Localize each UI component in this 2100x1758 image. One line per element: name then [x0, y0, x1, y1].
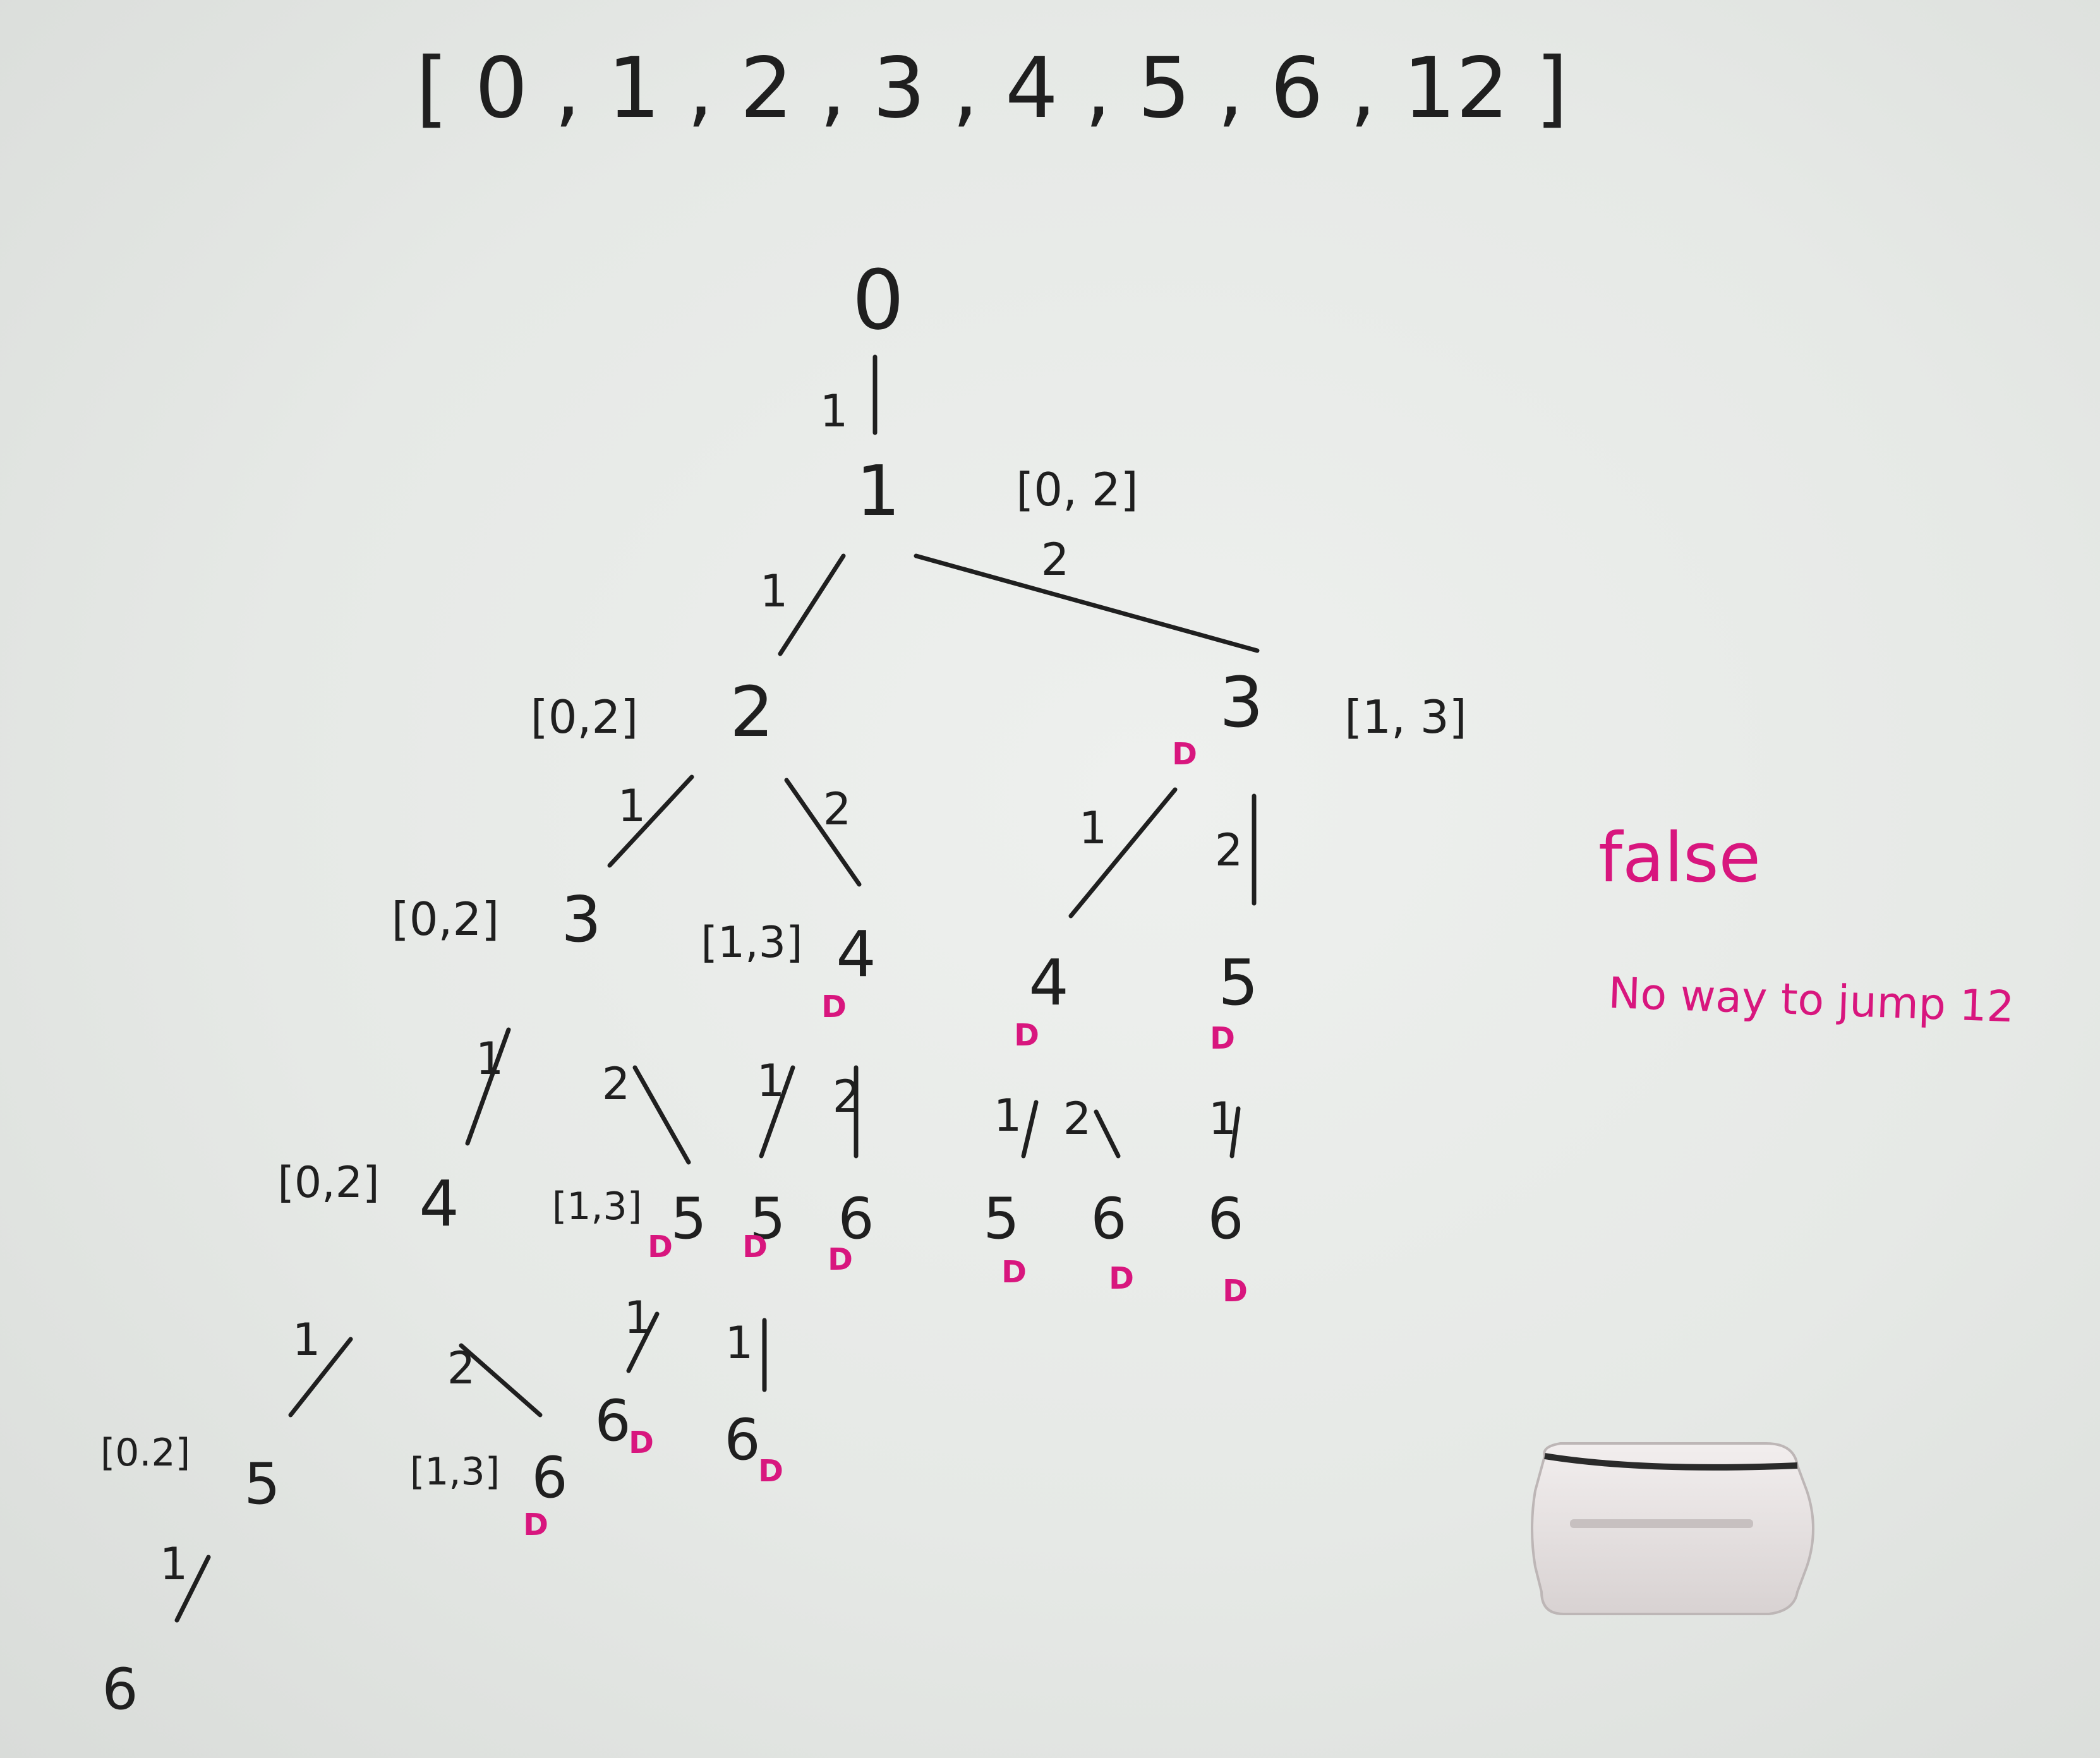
node-5-c: 5 [983, 1186, 1019, 1252]
node-0: 0 [852, 252, 905, 348]
edge-2-3 [607, 774, 694, 868]
dead-marker-6-c: D [1222, 1273, 1248, 1309]
dead-marker-5-a: D [648, 1229, 673, 1265]
edge-1-2 [778, 553, 846, 656]
range-node-4-lowleft: [0,2] [277, 1158, 379, 1208]
edge-label-4ll-6: 2 [447, 1342, 476, 1394]
node-6-f: 6 [724, 1407, 760, 1473]
range-node-1: [0, 2] [1016, 463, 1138, 516]
node-4-lowleft: 4 [419, 1167, 459, 1241]
node-5-d: 5 [244, 1451, 280, 1517]
node-6-a: 6 [838, 1186, 874, 1252]
edge-label-3l-5: 2 [602, 1058, 631, 1110]
dead-marker-6-b: D [1109, 1261, 1134, 1296]
node-4-right: 4 [1029, 946, 1069, 1020]
edge-label-1-3: 2 [1041, 534, 1070, 586]
range-node-3-right: [1, 3] [1344, 690, 1467, 744]
eraser [1531, 1442, 1814, 1615]
edge-label-5a-6: 1 [624, 1292, 653, 1344]
node-4-middle: 4 [836, 917, 876, 991]
node-2: 2 [730, 671, 774, 752]
edge-1-3 [914, 553, 1260, 653]
dead-marker-6-a: D [828, 1242, 853, 1277]
edge-3-4 [1068, 787, 1178, 918]
edge-label-4r-6: 2 [1063, 1093, 1092, 1145]
node-1: 1 [856, 450, 900, 531]
edge-5d-6 [174, 1555, 211, 1623]
range-node-3-left: [0,2] [392, 893, 500, 946]
edge-4ll-5 [288, 1337, 353, 1418]
edge-label-2-4: 2 [823, 783, 852, 835]
dead-marker-3-right: D [1172, 737, 1197, 772]
edge-3l-4 [465, 1027, 511, 1146]
edge-5r-6 [1229, 1106, 1241, 1159]
edge-2-4 [784, 778, 862, 887]
dead-marker-5-right: D [1210, 1021, 1235, 1056]
dead-marker-4-middle: D [821, 989, 847, 1025]
edge-label-3-5: 2 [1215, 824, 1243, 876]
range-node-5-a: [1,3] [552, 1184, 642, 1229]
node-6-b: 6 [1090, 1186, 1126, 1252]
edge-label-1-2: 1 [760, 565, 788, 617]
edge-5a-6 [626, 1311, 660, 1373]
node-3-right: 3 [1219, 662, 1264, 743]
edge-3l-5 [632, 1065, 691, 1165]
dead-marker-6-f: D [758, 1454, 783, 1489]
array-title: [ 0 , 1 , 2 , 3 , 4 , 5 , 6 , 12 ] [416, 40, 1568, 137]
edge-4m-5 [759, 1065, 795, 1159]
node-6-e: 6 [594, 1388, 631, 1454]
edge-label-4m-6: 2 [833, 1071, 861, 1123]
edge-label-4r-5: 1 [994, 1090, 1022, 1141]
edge-label-3-4: 1 [1079, 802, 1107, 854]
node-6-c: 6 [1207, 1186, 1243, 1252]
edge-label-0-1: 1 [820, 385, 848, 437]
edge-4ll-6 [459, 1343, 543, 1418]
dead-marker-5-b: D [742, 1229, 768, 1265]
edge-label-2-3: 1 [618, 780, 646, 832]
result-text: false [1598, 819, 1761, 898]
dead-marker-6-e: D [629, 1425, 654, 1460]
node-5-right: 5 [1218, 946, 1258, 1020]
range-node-4-middle: [1,3] [701, 918, 802, 968]
range-node-5-d: [0.2] [100, 1431, 190, 1475]
edge-label-4m-5: 1 [757, 1055, 785, 1107]
edge-label-5r-6: 1 [1209, 1093, 1237, 1145]
node-5-b: 5 [749, 1186, 785, 1252]
edge-label-5b-6: 1 [725, 1317, 754, 1369]
node-6-g: 6 [102, 1656, 138, 1723]
edge-4r-6 [1094, 1109, 1121, 1159]
node-3-left: 3 [561, 882, 601, 956]
node-5-a: 5 [670, 1186, 706, 1252]
range-node-6-d: [1,3] [410, 1450, 500, 1494]
node-6-d: 6 [531, 1445, 567, 1511]
dead-marker-5-c: D [1001, 1255, 1027, 1290]
range-node-2: [0,2] [531, 690, 639, 744]
edge-label-5d-6: 1 [160, 1538, 188, 1590]
dead-marker-4-right: D [1014, 1018, 1039, 1053]
edge-label-4ll-5: 1 [293, 1314, 321, 1366]
reason-text: No way to jump 12 [1607, 968, 2015, 1032]
edge-label-3l-4: 1 [476, 1033, 504, 1085]
dead-marker-6-d: D [523, 1507, 548, 1543]
edge-4r-5 [1021, 1100, 1039, 1159]
